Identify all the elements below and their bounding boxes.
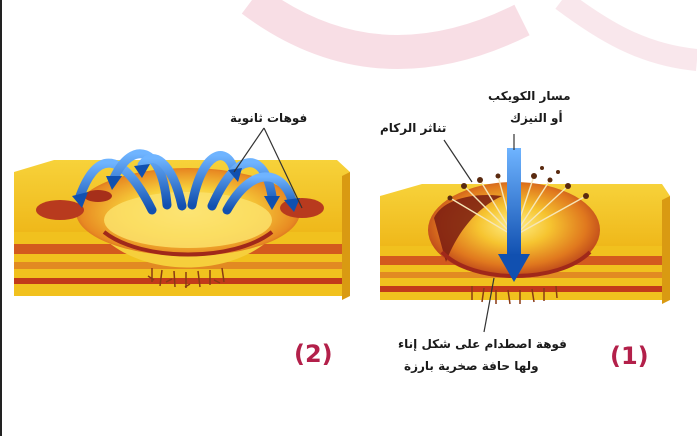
figure-number-1: (1) [610,342,649,370]
watermark [252,0,697,60]
label-debris: تناثر الركام [380,122,446,136]
label-impactor-path-line1: مسار الكويكب [488,90,571,104]
block-1-side [662,196,670,304]
secondary-crater [36,200,84,220]
stratum-dark [380,286,670,292]
crater-2-floor [104,192,272,248]
stratum-dark [14,278,350,284]
label-crater-line1: فوهة اصطدام على شكل إناء [398,338,567,352]
figure-1-block [380,134,670,332]
leader-debris [444,140,472,182]
secondary-crater [84,190,112,202]
figure-number-2: (2) [294,340,333,368]
label-impactor-path-line2: أو النيزك [510,112,563,126]
figure-2-block [14,128,350,300]
block-2-side [342,172,350,300]
label-secondary-craters: فوهات ثانوية [230,112,307,126]
label-crater-line2: ولها حافة صخرية بارزة [404,360,539,374]
